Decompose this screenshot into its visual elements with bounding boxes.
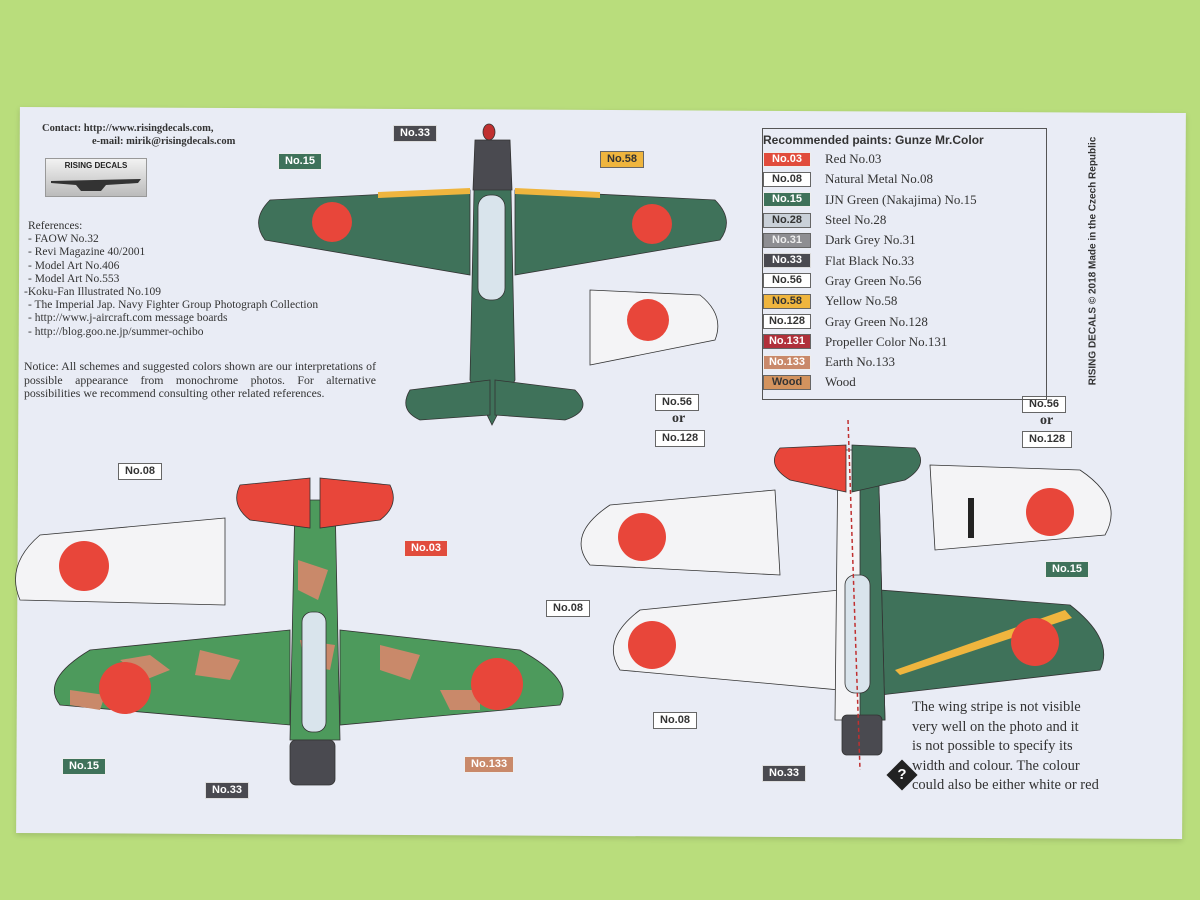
- legend-row: No.128 Gray Green No.128: [763, 311, 1046, 331]
- reference-item: -Koku-Fan Illustrated No.109: [24, 286, 162, 299]
- paint-name: Gray Green No.56: [825, 272, 922, 288]
- paint-name: Yellow No.58: [825, 293, 898, 309]
- note-line: could also be either white or red: [912, 777, 1099, 793]
- paint-code: No.56: [763, 273, 811, 289]
- note-line: very well on the photo and it: [912, 718, 1079, 735]
- rising-decals-logo: RISING DECALS: [45, 158, 147, 197]
- paint-name: Gray Green No.128: [825, 313, 928, 329]
- question-icon: ?: [886, 759, 918, 791]
- paint-code: No.31: [763, 232, 811, 248]
- references-title: References:: [28, 220, 83, 232]
- legend-row: No.28 Steel No.28: [763, 210, 1046, 230]
- callout-label: No.15: [278, 153, 322, 170]
- paint-name: Natural Metal No.08: [825, 171, 933, 187]
- callout-label: No.15: [1045, 561, 1089, 578]
- paint-name: IJN Green (Nakajima) No.15: [825, 191, 977, 207]
- reference-item: - FAOW No.32: [28, 233, 99, 246]
- reference-item: - Model Art No.553: [28, 272, 120, 285]
- paint-code: No.131: [763, 334, 811, 350]
- legend-row: No.31 Dark Grey No.31: [763, 230, 1046, 250]
- callout-label: No.03: [404, 540, 448, 557]
- paint-name: Earth No.133: [825, 354, 896, 370]
- legend-row: No.15 IJN Green (Nakajima) No.15: [763, 190, 1046, 210]
- callout-label: No.58: [600, 151, 644, 168]
- legend-row: Wood Wood: [763, 372, 1046, 392]
- copyright-vertical: RISING DECALS © 2018 Made in the Czech R…: [1085, 130, 1100, 392]
- bottom-right-aircraft: [612, 419, 1104, 771]
- callout-label: No.08: [118, 463, 162, 480]
- callout-label: No.33: [205, 782, 249, 799]
- paint-code: Wood: [763, 374, 811, 390]
- paint-code: No.03: [763, 151, 811, 167]
- callout-label: No.133: [464, 756, 515, 773]
- paint-name: Wood: [825, 374, 856, 390]
- callout-label: No.08: [653, 712, 697, 729]
- note-line: width and colour. The colour: [912, 757, 1080, 774]
- note-line: is not possible to specify its: [912, 738, 1073, 754]
- paint-code: No.133: [763, 354, 811, 370]
- references: References: - FAOW No.32 - Revi Magazine…: [24, 220, 319, 339]
- callout-label: No.33: [762, 765, 806, 782]
- paint-name: Steel No.28: [825, 212, 887, 228]
- top-view-aircraft: [258, 123, 727, 426]
- reference-item: - Model Art No.406: [28, 259, 120, 272]
- paint-code: No.58: [763, 293, 811, 309]
- callout-label: No.128: [655, 430, 706, 447]
- question-mark: ?: [897, 766, 907, 783]
- notice-text: Notice: All schemes and suggested colors…: [24, 359, 376, 400]
- legend-row: No.08 Natural Metal No.08: [763, 169, 1046, 189]
- bottom-left-wing-detail: [15, 517, 226, 606]
- right-wing-detail: [929, 464, 1112, 551]
- legend-row: No.133 Earth No.133: [763, 352, 1046, 372]
- callout-or: or: [672, 411, 686, 426]
- email-line: e-mail: mirik@risingdecals.com: [92, 136, 236, 147]
- callout-or: or: [1040, 413, 1054, 428]
- legend-row: No.03 Red No.03: [763, 149, 1046, 169]
- bottom-left-aircraft: [53, 477, 564, 786]
- legend-row: No.56 Gray Green No.56: [763, 271, 1046, 291]
- reference-item: - http://blog.goo.ne.jp/summer-ochibo: [28, 325, 204, 338]
- callout-label: No.56: [1022, 396, 1066, 413]
- paint-code: No.15: [763, 192, 811, 208]
- copyright-text: RISING DECALS © 2018 Made in the Czech R…: [1087, 136, 1098, 386]
- reference-item: - http://www.j-aircraft.com message boar…: [28, 312, 228, 325]
- paint-legend: Recommended paints: Gunze Mr.Color No.03…: [762, 128, 1047, 400]
- paint-name: Red No.03: [825, 151, 882, 167]
- paint-name: Propeller Color No.131: [825, 333, 948, 349]
- callout-label: No.33: [393, 125, 437, 142]
- paint-code: No.128: [763, 314, 811, 330]
- legend-row: No.131 Propeller Color No.131: [763, 332, 1046, 352]
- paint-code: No.08: [763, 171, 811, 187]
- reference-item: - The Imperial Jap. Navy Fighter Group P…: [28, 299, 319, 312]
- contact-info: Contact: http://www.risingdecals.com, e-…: [42, 122, 235, 148]
- legend-title: Recommended paints: Gunze Mr.Color: [763, 133, 984, 147]
- callout-label: No.128: [1022, 431, 1073, 448]
- paint-name: Flat Black No.33: [825, 252, 915, 268]
- paint-code: No.33: [763, 253, 811, 269]
- callout-label: No.08: [546, 600, 590, 617]
- wing-stripe-note: The wing stripe is not visible very well…: [912, 698, 1099, 796]
- reference-item: - Revi Magazine 40/2001: [28, 246, 146, 259]
- legend-row: No.33 Flat Black No.33: [763, 250, 1046, 270]
- note-line: The wing stripe is not visible: [912, 699, 1081, 715]
- top-right-wing-detail: [589, 289, 719, 366]
- paint-code: No.28: [763, 212, 811, 228]
- paint-name: Dark Grey No.31: [825, 232, 916, 248]
- callout-label: No.56: [655, 394, 699, 411]
- legend-row: No.58 Yellow No.58: [763, 291, 1046, 311]
- callout-label: No.15: [62, 758, 106, 775]
- middle-wing-detail: [580, 489, 781, 576]
- contact-line: Contact: http://www.risingdecals.com,: [42, 123, 214, 134]
